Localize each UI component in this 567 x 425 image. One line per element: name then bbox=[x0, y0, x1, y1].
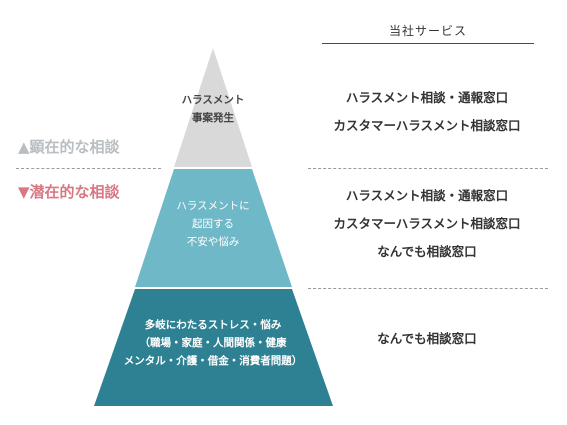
tier-bottom-line: メンタル・介護・借金・消費者問題） bbox=[123, 355, 303, 367]
tier-middle-line: 不安や悩み bbox=[186, 236, 240, 248]
services-header: 当社サービス bbox=[388, 24, 467, 38]
tier-bottom-label: 多岐にわたるストレス・悩み （職場・家庭・人間関係・健康 メンタル・介護・借金・… bbox=[92, 316, 334, 370]
service-item: なんでも相談窓口 bbox=[377, 331, 477, 346]
tier-bottom-line: （職場・家庭・人間関係・健康 bbox=[139, 337, 287, 349]
pyramid-tier-bottom bbox=[94, 289, 333, 406]
divider-right-lower bbox=[308, 288, 548, 289]
service-item: ハラスメント相談・通報窓口 bbox=[345, 188, 509, 203]
tier-top-label: ハラスメント 事案発生 bbox=[92, 91, 334, 127]
tier-middle-label: ハラスメントに 起因する 不安や悩み bbox=[92, 197, 334, 251]
pyramid-tier-middle bbox=[135, 169, 292, 287]
divider-left bbox=[16, 168, 161, 169]
service-item: なんでも相談窓口 bbox=[377, 244, 477, 259]
tier-top-line: 事案発生 bbox=[192, 112, 234, 124]
service-item: カスタマーハラスメント相談窓口 bbox=[333, 216, 521, 231]
divider-right-upper bbox=[308, 168, 548, 169]
tier-top-line: ハラスメント bbox=[181, 94, 245, 106]
pyramid-tier-top bbox=[174, 48, 252, 167]
header-rule bbox=[322, 43, 534, 44]
service-item: ハラスメント相談・通報窓口 bbox=[345, 90, 509, 105]
tier-middle-line: ハラスメントに bbox=[176, 200, 250, 212]
label-latent-consultation: ▼潜在的な相談 bbox=[18, 183, 120, 201]
label-manifest-consultation: ▲顕在的な相談 bbox=[18, 138, 120, 156]
service-item: カスタマーハラスメント相談窓口 bbox=[333, 118, 521, 133]
services-tier-bottom: なんでも相談窓口 bbox=[300, 325, 554, 353]
tier-middle-line: 起因する bbox=[192, 218, 234, 230]
services-tier-top: ハラスメント相談・通報窓口 カスタマーハラスメント相談窓口 bbox=[300, 84, 554, 140]
services-tier-middle: ハラスメント相談・通報窓口 カスタマーハラスメント相談窓口 なんでも相談窓口 bbox=[300, 182, 554, 266]
tier-bottom-line: 多岐にわたるストレス・悩み bbox=[144, 319, 282, 331]
